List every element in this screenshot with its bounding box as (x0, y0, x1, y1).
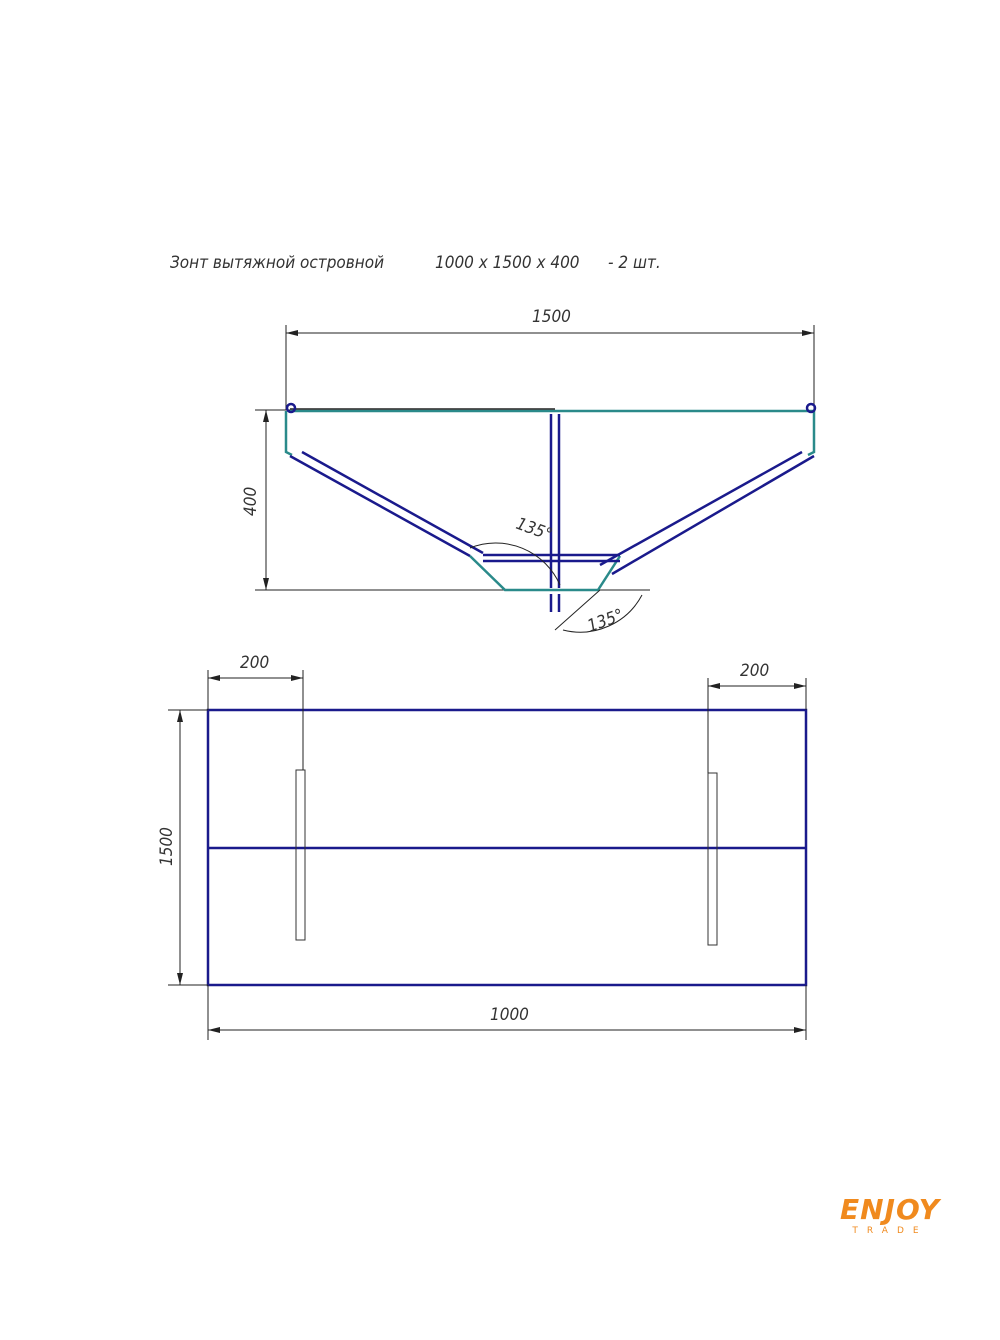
drawing-title-name: Зонт вытяжной островной (170, 253, 384, 273)
angle-lower: 135° (554, 589, 643, 637)
svg-text:1500: 1500 (157, 827, 177, 866)
dimension-400: 400 (241, 409, 650, 591)
svg-text:1000: 1000 (490, 1005, 529, 1025)
svg-text:400: 400 (241, 487, 261, 516)
dimension-1000: 1000 (207, 985, 807, 1040)
logo-sub-text: TRADE (852, 1226, 928, 1236)
svg-text:135°: 135° (513, 514, 554, 545)
svg-text:200: 200 (240, 653, 269, 673)
dimension-200-left: 200 (207, 653, 304, 770)
enjoy-trade-logo: ENJOY TRADE (830, 1195, 950, 1237)
drawing-title-qty: - 2 шт. (608, 253, 661, 273)
drawing-title-size: 1000 x 1500 x 400 (435, 253, 580, 273)
dimension-1500-plan: 1500 (157, 709, 208, 986)
dimension-200-right: 200 (707, 661, 807, 773)
svg-text:200: 200 (740, 661, 769, 681)
dimension-1500-top: 1500 (285, 307, 815, 410)
side-view: 1500 400 135° 13 (241, 307, 817, 637)
hood-profile (284, 402, 817, 612)
svg-text:135°: 135° (585, 605, 626, 636)
plan-view: 200 200 1500 1000 (157, 653, 808, 1040)
angle-upper: 135° (469, 514, 561, 586)
logo-main-text: ENJOY (839, 1193, 941, 1226)
svg-text:1500: 1500 (532, 307, 571, 327)
